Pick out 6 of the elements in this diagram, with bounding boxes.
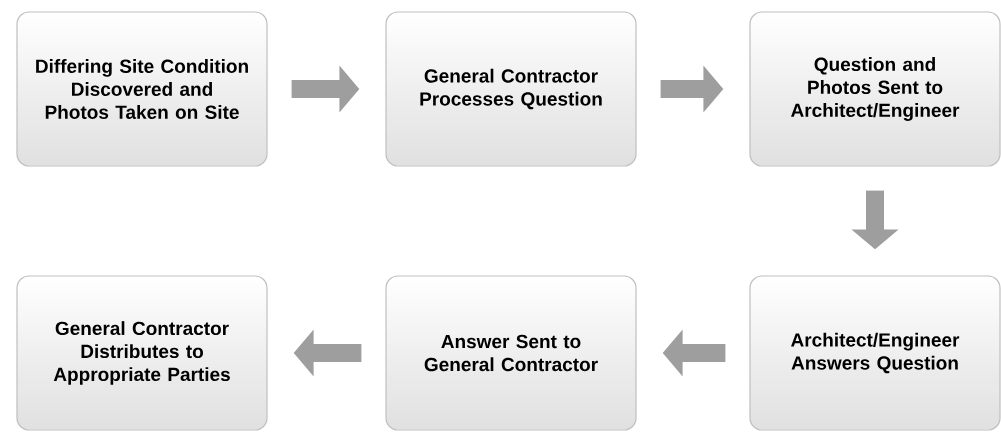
process-box: Differing Site Condition Discovered and Photos Taken on Site (16, 11, 268, 167)
process-box: General Contractor Distributes to Appropriate Parties (16, 275, 268, 431)
process-box: Architect/Engineer Answers Question (749, 275, 1001, 431)
process-box: Question and Photos Sent to Architect/Engineer (749, 11, 1001, 167)
process-box: Answer Sent to General Contractor (385, 275, 637, 431)
process-box: General Contractor Processes Question (385, 11, 637, 167)
